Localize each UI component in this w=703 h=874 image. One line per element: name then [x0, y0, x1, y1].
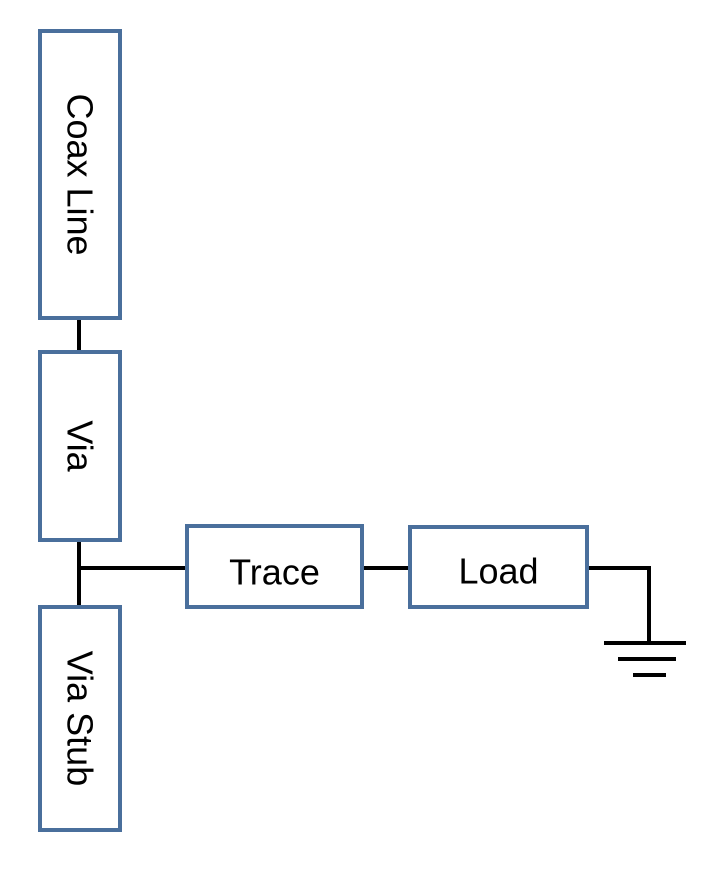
trace-block: Trace: [185, 524, 364, 609]
wire-load-to-ground: [587, 566, 651, 641]
via-stub-box: [38, 605, 122, 832]
load-label: Load: [458, 551, 538, 592]
via-label: Via: [60, 420, 101, 472]
trace-label: Trace: [229, 552, 320, 593]
trace-box: [185, 524, 364, 609]
via-box: [38, 350, 122, 542]
via-stub-block: Via Stub: [38, 605, 122, 832]
ground-symbol-icon: [604, 641, 686, 677]
load-block: Load: [408, 525, 589, 609]
wires: [77, 318, 651, 641]
via-stub-label: Via Stub: [60, 651, 101, 786]
coax-line-box: [38, 29, 122, 320]
coax-line-block: Coax Line: [38, 29, 122, 320]
coax-line-label: Coax Line: [60, 93, 101, 255]
via-block: Via: [38, 350, 122, 542]
load-box: [408, 525, 589, 609]
